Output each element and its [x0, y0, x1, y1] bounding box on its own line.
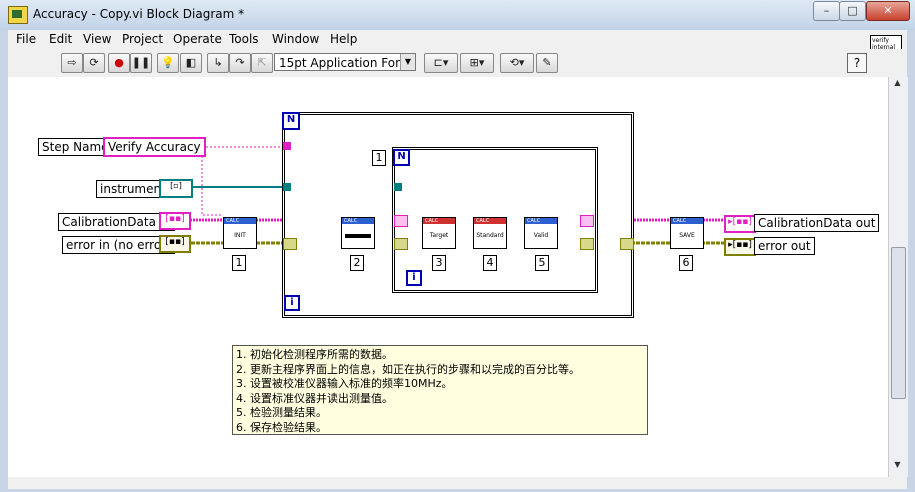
- subvi-init[interactable]: CALC INIT: [223, 217, 257, 249]
- menu-operate[interactable]: Operate: [173, 32, 222, 46]
- comment-line: 5. 检验测量结果。: [236, 406, 327, 419]
- scroll-up-icon[interactable]: ▲: [894, 78, 901, 87]
- window-title: Accuracy - Copy.vi Block Diagram *: [33, 7, 245, 21]
- error-out-label: error out: [754, 237, 815, 255]
- step-name-constant[interactable]: Verify Accuracy: [103, 137, 206, 157]
- subvi-label: SAVE: [679, 232, 695, 239]
- inner-loop-iteration: i: [406, 270, 422, 286]
- subvi-header: CALC: [224, 218, 256, 224]
- calibration-in-terminal[interactable]: [▪▪]: [159, 212, 191, 230]
- step-name-label: Step Name: [38, 138, 113, 156]
- subvi-label: Standard: [476, 232, 504, 239]
- comment-line: 3. 设置被校准仪器输入标准的频率10MHz。: [236, 377, 453, 390]
- subvi-header: CALC: [671, 218, 703, 224]
- labview-app-icon: [8, 6, 28, 24]
- shift-register-pink: [580, 215, 594, 227]
- pause-icon[interactable]: ❚❚: [130, 53, 152, 73]
- step-over-icon[interactable]: ↷: [229, 53, 251, 73]
- calibration-in-label: CalibrationData in: [58, 213, 175, 231]
- subvi-label: Target: [429, 232, 449, 239]
- shift-register-error: [580, 238, 594, 250]
- calibration-out-label: CalibrationData out: [754, 214, 880, 232]
- comment-line: 1. 初始化检测程序所需的数据。: [236, 348, 393, 361]
- abort-icon[interactable]: ●: [108, 53, 130, 73]
- error-in-terminal[interactable]: [▪▪]: [159, 235, 191, 253]
- shift-register-pink: [394, 215, 408, 227]
- shift-register-error: [620, 238, 634, 250]
- step-out-icon[interactable]: ⇱: [251, 53, 273, 73]
- subvi-save[interactable]: CALC SAVE: [670, 217, 704, 249]
- menu-file[interactable]: File: [16, 32, 37, 46]
- loop-tunnel-teal: [283, 183, 291, 191]
- inner-loop-count[interactable]: N: [393, 149, 410, 166]
- menu-edit[interactable]: Edit: [49, 32, 73, 46]
- inner-loop-count-constant[interactable]: 1: [372, 150, 386, 166]
- menu-tools[interactable]: Tools: [229, 32, 259, 46]
- subvi-label: Valid: [533, 232, 549, 239]
- comment-line: 2. 更新主程序界面上的信息，如正在执行的步骤和以完成的百分比等。: [236, 362, 580, 376]
- highlight-execution-icon[interactable]: 💡: [157, 53, 179, 73]
- step-number-2: 2: [350, 255, 364, 271]
- subvi-header: CALC: [423, 218, 455, 224]
- title-bar: Accuracy - Copy.vi Block Diagram * – □ ✕: [0, 0, 915, 30]
- step-number-3: 3: [432, 255, 446, 271]
- menu-bar: [8, 30, 907, 49]
- subvi-header: CALC: [342, 218, 374, 224]
- comment-line: 4. 设置标准仪器并读出测量值。: [236, 391, 393, 405]
- subvi-valid[interactable]: CALC Valid: [524, 217, 558, 249]
- menu-project[interactable]: Project: [122, 32, 164, 46]
- subvi-target[interactable]: CALC Target: [422, 217, 456, 249]
- align-objects-icon[interactable]: ⊏▾: [424, 53, 458, 73]
- scroll-down-icon[interactable]: ▼: [894, 460, 901, 469]
- instrument-label: instrument: [96, 180, 170, 198]
- retain-wire-values-icon[interactable]: ◧: [180, 53, 202, 73]
- outer-loop-iteration: i: [284, 295, 300, 311]
- loop-tunnel-teal: [394, 183, 402, 191]
- scrollbar-thumb[interactable]: [891, 247, 906, 399]
- step-into-icon[interactable]: ↳: [207, 53, 229, 73]
- run-arrow-icon[interactable]: ⇨: [61, 53, 83, 73]
- step-number-1: 1: [232, 255, 246, 271]
- reorder-icon[interactable]: ⟲▾: [500, 53, 534, 73]
- run-continuously-icon[interactable]: ⟳: [83, 53, 105, 73]
- loop-tunnel-pink: [283, 142, 291, 150]
- step-number-5: 5: [535, 255, 549, 271]
- shift-register-error: [394, 238, 408, 250]
- subvi-standard[interactable]: CALC Standard: [473, 217, 507, 249]
- maximize-button[interactable]: □: [839, 1, 866, 21]
- comment-line: 6. 保存检验结果。: [236, 420, 327, 434]
- diagram-comment[interactable]: 1. 初始化检测程序所需的数据。 2. 更新主程序界面上的信息，如正在执行的步骤…: [232, 345, 648, 435]
- subvi-header: CALC: [474, 218, 506, 224]
- subvi-label: INIT: [234, 232, 246, 239]
- menu-window[interactable]: Window: [272, 32, 320, 46]
- error-in-label: error in (no error): [62, 236, 175, 254]
- chevron-down-icon: ▼: [400, 54, 415, 70]
- outer-loop-count[interactable]: N: [282, 112, 300, 130]
- close-button[interactable]: ✕: [866, 1, 910, 21]
- font-select-value: 15pt Application Font: [279, 56, 408, 70]
- menu-help[interactable]: Help: [330, 32, 358, 46]
- subvi-header: CALC: [525, 218, 557, 224]
- error-out-terminal[interactable]: ▸[▪▪]: [724, 238, 756, 256]
- status-bar: [8, 477, 907, 489]
- subvi-update-status[interactable]: CALC: [341, 217, 375, 249]
- progress-bar-icon: [345, 234, 371, 238]
- font-select[interactable]: 15pt Application Font ▼: [274, 53, 416, 71]
- context-help-button[interactable]: ?: [847, 53, 867, 73]
- step-number-4: 4: [483, 255, 497, 271]
- calibration-out-terminal[interactable]: ▸[▪▪]: [724, 215, 756, 233]
- shift-register-error: [283, 238, 297, 250]
- distribute-objects-icon[interactable]: ⊞▾: [460, 53, 494, 73]
- step-number-6: 6: [679, 255, 693, 271]
- instrument-control[interactable]: [▫]: [159, 179, 193, 198]
- menu-view[interactable]: View: [83, 32, 112, 46]
- clean-up-diagram-icon[interactable]: ✎: [536, 53, 558, 73]
